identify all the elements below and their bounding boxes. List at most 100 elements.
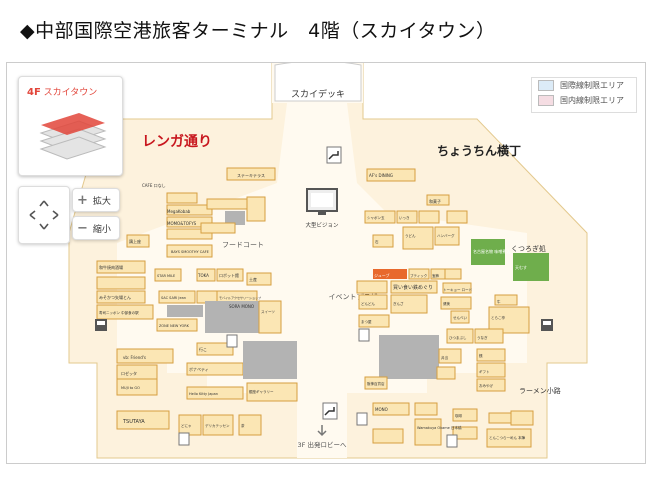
shop-omiyage: おみやげ xyxy=(479,383,493,388)
legend-label: 国内線制限エリア xyxy=(560,96,624,105)
shop-sakura: 寿司ニッポン 中部食の駅 xyxy=(99,310,139,315)
shop-robot: ロボット館 xyxy=(219,272,239,278)
legend-label: 国際線制限エリア xyxy=(560,81,624,90)
floor-stack-icon xyxy=(39,113,107,160)
right-wing-shops[interactable] xyxy=(356,168,549,448)
shop-steak: ステーキテラス xyxy=(237,172,265,178)
shop-rosen: ロゼッタ xyxy=(121,370,137,376)
legend-international: 国際線制限エリア xyxy=(532,78,636,93)
shop-ginza-kaim: ぎんざ xyxy=(393,301,404,306)
escalator-icon xyxy=(322,146,342,420)
zoom-out-button[interactable]: − 縮小 xyxy=(72,216,120,240)
shop-ainu: 土産 xyxy=(249,276,257,282)
event-plaza-label: イベントプラザ xyxy=(329,293,378,301)
shop-sac: SAC SARI Jean xyxy=(161,296,186,300)
shop-iko: 行こ xyxy=(199,346,207,352)
departure-arrow-icon xyxy=(317,425,327,437)
shop-zone: ZONE NEW YORK xyxy=(159,324,190,328)
food-court-label: フードコート xyxy=(222,241,264,249)
ramen-label: ラーメン小路 xyxy=(519,386,561,395)
shop-unagi: うなぎ xyxy=(477,335,488,340)
shop-mo: モバイルアクセサリーショップ xyxy=(219,295,261,300)
floor-map-canvas[interactable]: スカイデッキ レンガ通り ちょうちん横丁 xyxy=(7,63,645,463)
shop-pen: ボナペティ xyxy=(189,366,209,372)
shop-jewelry: 宝飾 xyxy=(432,273,440,278)
elevator-icon xyxy=(95,319,553,331)
pan-arrows-icon[interactable] xyxy=(19,187,69,243)
shop-friends: vb: Friend's xyxy=(123,355,146,360)
shop-dondon: どんどん xyxy=(361,301,375,306)
shop-kuchinashi: CAFE 口なし xyxy=(142,182,166,188)
big-screen-label: 大型ビジョン xyxy=(305,221,339,229)
map-legend: 国際線制限エリア 国内線制限エリア xyxy=(531,77,637,113)
floor-name: スカイタウン xyxy=(43,88,98,98)
shop-toto: シャボン玉 xyxy=(367,215,385,220)
legend-swatch xyxy=(538,95,554,106)
shop-wamaku: Wamakuya Okame 日本橋 xyxy=(417,425,462,430)
shop-bento: 弁当 xyxy=(441,355,449,360)
legend-swatch xyxy=(538,80,554,91)
sky-deck-arch xyxy=(274,63,362,102)
shop-starmile: STAR MILE xyxy=(157,274,175,278)
renga-sign: レンガ通り xyxy=(142,134,212,150)
big-screen[interactable] xyxy=(306,188,338,215)
shop-butikku: ブティック xyxy=(410,273,428,278)
shop-senbei: せんべい xyxy=(453,315,467,320)
page-title: ◆中部国際空港旅客ターミナル 4階（スカイタウン） xyxy=(20,20,496,42)
pan-control[interactable] xyxy=(18,186,70,244)
left-wing-shops[interactable] xyxy=(96,167,298,436)
shop-hanshin: 阪神百貨店 xyxy=(367,381,385,386)
shop-udon: うどん xyxy=(405,233,416,238)
shop-ikki: いっき xyxy=(399,215,410,220)
shop-soramono: SORA MONO xyxy=(229,304,254,309)
zoom-in-label: 拡大 xyxy=(92,196,111,207)
shop-oshibori: とんこつら一めん 本陣 xyxy=(489,435,526,440)
shop-kaimo: 買い食い鉄めぐり xyxy=(393,284,433,291)
chochin-sign: ちょうちん横丁 xyxy=(437,143,521,158)
shop-kougi: 鶏上座 xyxy=(129,238,141,244)
departure-lobby-label: 3F 出発ロビーへ xyxy=(298,440,347,449)
shop-toikuri: とらこ亭 xyxy=(491,315,505,320)
shop-coffee: 珈琲 xyxy=(455,413,463,418)
shop-momo: MOMO&TOFYS xyxy=(167,221,197,226)
floor-number: 4F xyxy=(27,87,41,98)
shop-tea: 茶 xyxy=(241,423,245,428)
shop-tenmusu: 天むす xyxy=(515,264,527,270)
shop-ginza: 銀座ギャラリー xyxy=(249,389,274,394)
shop-gift: ギフト xyxy=(479,369,490,374)
shop-hamburg: ハンバーグ xyxy=(437,233,455,238)
floor-indicator[interactable]: 4F スカイタウン xyxy=(18,76,123,176)
shop-tsutaya: TSUTAYA xyxy=(122,419,145,425)
shop-nago: 名古屋名物 味噌煮込 xyxy=(473,248,510,254)
shop-mujito: MUJI to GO xyxy=(121,386,140,390)
shop-afs: AF's DINING xyxy=(369,173,393,178)
zoom-in-button[interactable]: + 拡大 xyxy=(72,188,120,212)
zoom-out-label: 縮小 xyxy=(92,224,111,235)
legend-domestic: 国内線制限エリア xyxy=(532,93,636,108)
shop-kenbi: 健美 xyxy=(443,301,451,306)
shop-pancake: スイーツ xyxy=(261,309,275,314)
shop-ishi: 石 xyxy=(375,240,379,244)
shop-matsu: まつ屋 xyxy=(361,319,372,324)
shop-sen: 銭 xyxy=(479,353,483,358)
shop-tokyo-road: トーキョー ロード xyxy=(443,288,473,292)
minus-icon: − xyxy=(77,220,88,236)
shop-dunia: どにゃ xyxy=(181,423,192,428)
shop-mono: MONO xyxy=(375,407,388,412)
shop-janome: ジューブ xyxy=(374,272,389,278)
shop-sushi: デリカテッセン xyxy=(205,423,230,428)
kutsurogi-label: くつろぎ処 xyxy=(511,244,546,253)
floor-map[interactable]: スカイデッキ レンガ通り ちょうちん横丁 xyxy=(6,62,646,464)
shop-toka: TOKA xyxy=(197,273,209,278)
shop-beef: 和牛焼肉酒場 xyxy=(99,264,123,270)
plus-icon: + xyxy=(77,192,88,208)
shop-dessert: BAYS SMOOTHY CAFE xyxy=(171,250,209,254)
sky-deck-label: スカイデッキ xyxy=(291,88,345,100)
shop-kitty: Hello Kitty Japan xyxy=(189,392,218,396)
shop-misokatsu: みそかつ矢場とん xyxy=(99,294,131,300)
shop-megakobab: MegaKobab xyxy=(167,209,191,214)
shop-gyu: 牛 xyxy=(497,299,501,304)
restroom-icon xyxy=(178,328,458,448)
shop-hitsu: ひつまぶし xyxy=(449,335,467,340)
shop-koko: 和菓子 xyxy=(429,198,441,204)
